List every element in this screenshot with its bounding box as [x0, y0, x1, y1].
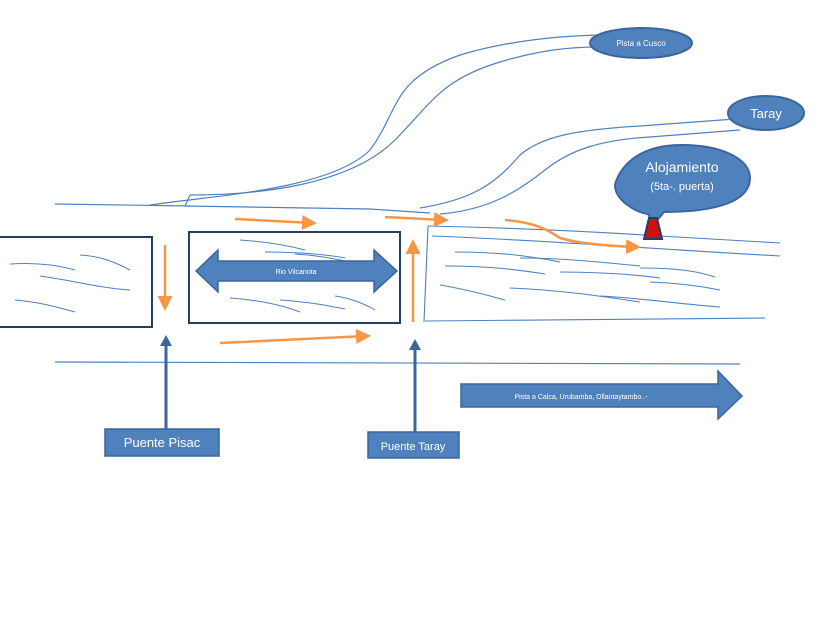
- pista-calca-arrow: Pista a Calca, Urubamba, Ollantaytambo..…: [460, 369, 744, 421]
- pista-calca-label: Pista a Calca, Urubamba, Ollantaytambo..…: [514, 394, 648, 401]
- river-label: Rio Vilcanota: [275, 269, 316, 276]
- river-bank-bottom: [424, 317, 766, 322]
- pista-cusco-label: Pista a Cusco: [616, 39, 666, 48]
- road-taray-inner: [439, 129, 741, 215]
- route-arrow-top-1: [234, 214, 317, 230]
- puente-taray-label: Puente Taray: [381, 441, 446, 453]
- puente-taray-box: Puente Taray: [367, 431, 460, 459]
- alojamiento-bubble: Alojamiento (5ta-. puerta): [613, 143, 752, 226]
- river-bank-top: [427, 225, 781, 244]
- river-box-left: [0, 236, 153, 328]
- location-marker-icon: [642, 217, 664, 240]
- road-cusco-inner: [184, 46, 599, 207]
- route-arrow-river-bend: [504, 218, 641, 255]
- route-arrows: [157, 212, 641, 345]
- river-direction-arrow: Rio Vilcanota: [194, 248, 399, 294]
- route-arrow-top-2: [384, 212, 449, 227]
- alojamiento-title: Alojamiento: [645, 159, 718, 175]
- taray-label: Taray: [750, 106, 782, 121]
- route-arrow-bottom: [219, 328, 371, 345]
- pista-cusco-bubble: Pista a Cusco: [589, 27, 693, 59]
- puente-pisac-label: Puente Pisac: [124, 435, 201, 450]
- taray-bubble: Taray: [727, 95, 805, 131]
- river: [423, 225, 781, 323]
- road-lower: [54, 361, 741, 365]
- road-upper-left: [54, 203, 191, 207]
- road-upper-main: [184, 205, 431, 214]
- road-taray-outer: [419, 118, 736, 209]
- puente-pisac-box: Puente Pisac: [104, 428, 220, 457]
- bridge-arrows: [160, 335, 421, 432]
- river-bank-left: [423, 225, 429, 323]
- alojamiento-subtitle: (5ta-. puerta): [650, 181, 714, 193]
- road-lines: [54, 34, 741, 365]
